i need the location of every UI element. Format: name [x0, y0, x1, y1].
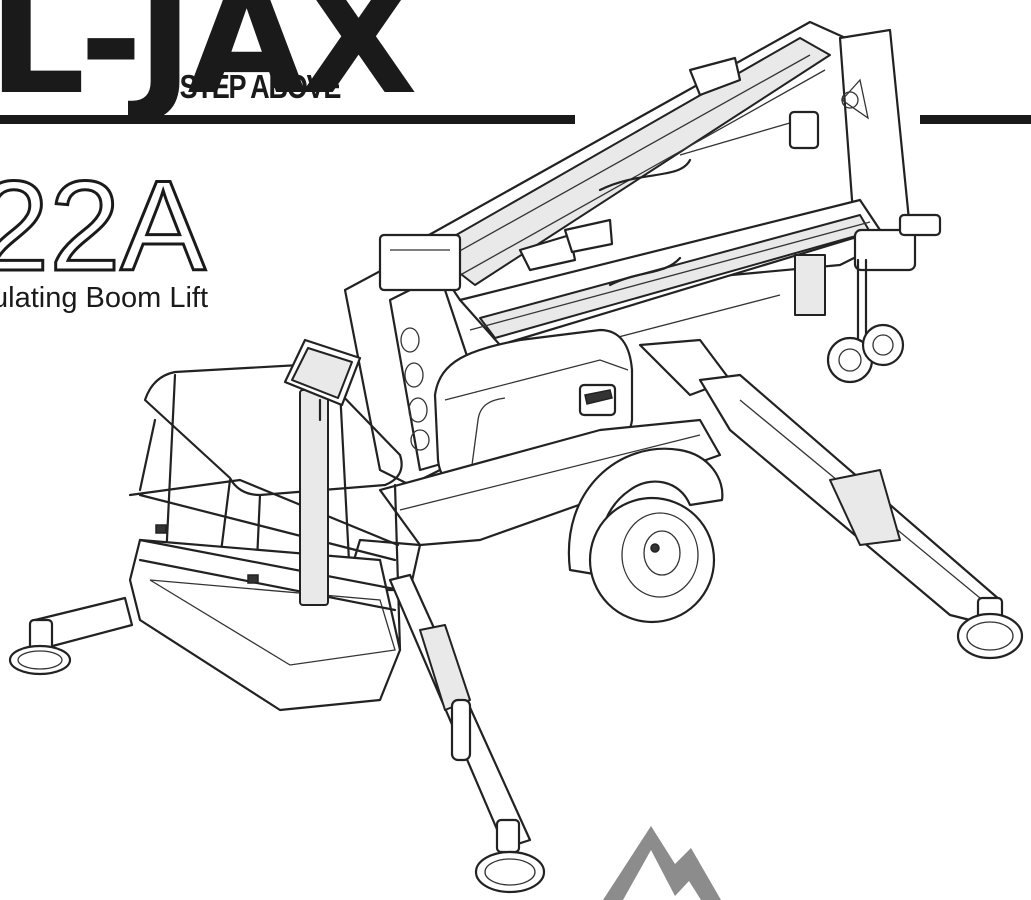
registered-mark: ®: [376, 64, 398, 89]
outrigger-left: [10, 598, 132, 674]
jib-assembly: [795, 215, 940, 350]
model-number-text: 22A: [0, 155, 206, 298]
mountain-icon: [603, 826, 721, 900]
lower-boom: [460, 160, 880, 360]
chassis: [345, 340, 1000, 625]
outrigger-front: [390, 575, 544, 892]
model-number: 22A: [0, 154, 208, 300]
control-box: [285, 340, 360, 420]
outrigger-right-foot: [958, 598, 1022, 658]
mountain-icon-shape: [603, 826, 721, 900]
trailer-wheel: [569, 449, 722, 622]
header-rule-right: [920, 115, 1031, 124]
brand-logo: L-JAX: [0, 0, 418, 128]
tongue-jack-wheels: [828, 325, 903, 382]
platform-basket: [130, 365, 402, 710]
header-rule-left: [0, 115, 575, 124]
model-description: ulating Boom Lift: [0, 282, 209, 314]
brand-tagline: A STEP ABOVE: [156, 68, 341, 105]
